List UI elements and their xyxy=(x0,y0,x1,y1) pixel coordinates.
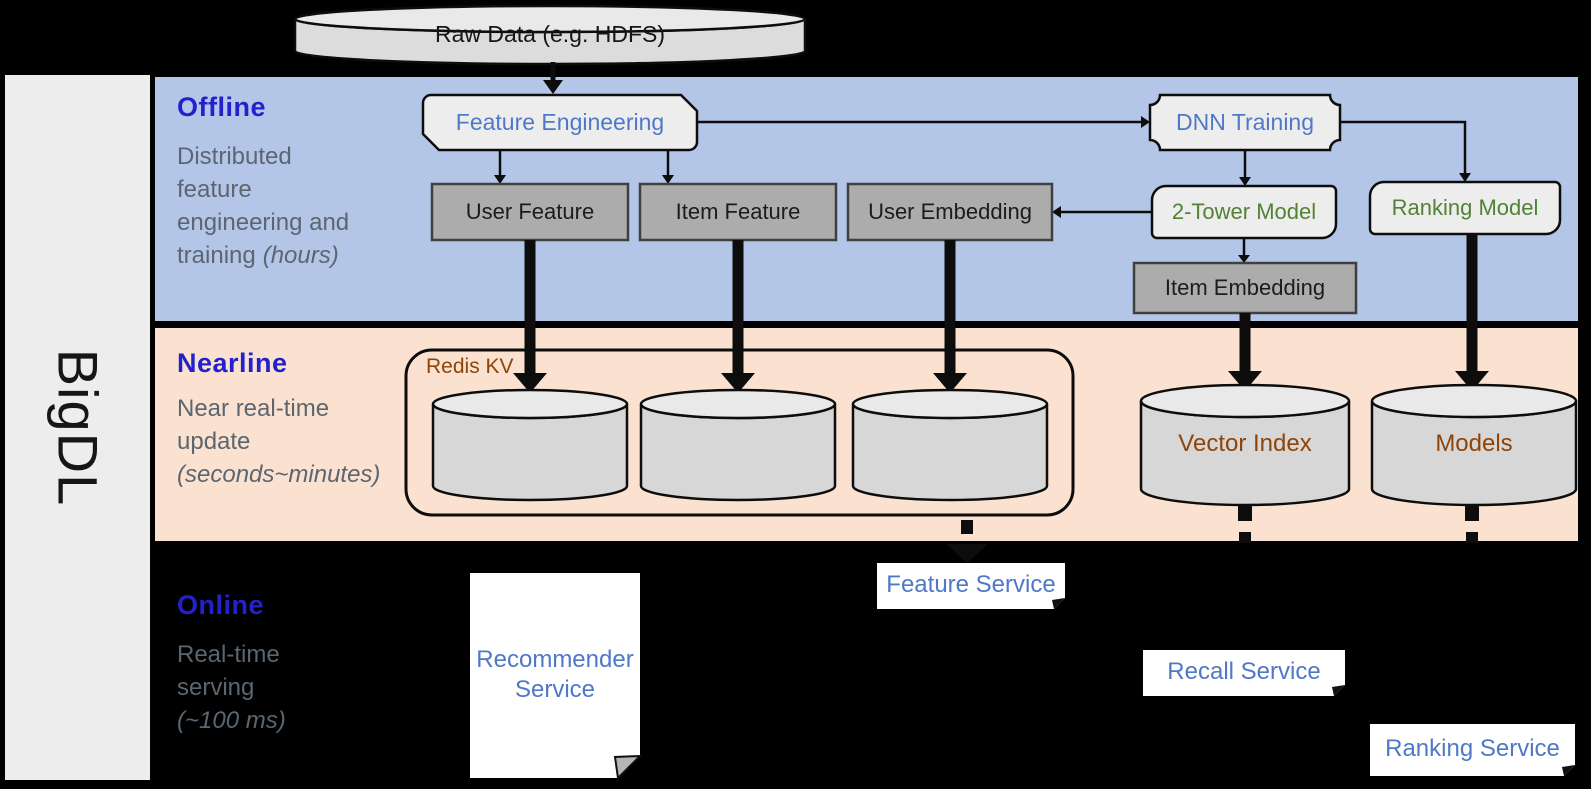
bigdl-sidebar: BigDL xyxy=(5,75,150,780)
arrow-two-tower-to-user-embedding xyxy=(1052,206,1152,218)
item-embedding-box xyxy=(1132,261,1358,315)
arrow-ranking-model-to-models xyxy=(1455,234,1489,391)
feature-engineering-box xyxy=(421,93,699,152)
ranking-model-box xyxy=(1368,180,1562,236)
redis-cylinder-2 xyxy=(639,388,837,502)
arrow-fe-to-dnn-training xyxy=(697,116,1150,128)
models-cylinder xyxy=(1370,383,1578,507)
raw-data-cylinder xyxy=(293,4,807,66)
dashed-connector-models xyxy=(1465,505,1479,543)
redis-kv-container xyxy=(404,348,1075,517)
dashed-connector-vector-index xyxy=(1238,505,1252,543)
user-feature-box xyxy=(430,182,630,242)
arrow-dnn-to-ranking-model xyxy=(1340,120,1471,182)
arrow-user-embedding-to-redis xyxy=(933,240,967,393)
arrow-fe-to-item-feature xyxy=(662,150,674,184)
arrow-two-tower-to-item-embedding xyxy=(1238,238,1250,263)
redis-cylinder-1 xyxy=(431,388,629,502)
two-tower-model-box xyxy=(1150,184,1338,240)
recall-service-box xyxy=(1143,650,1345,696)
arrow-dnn-to-two-tower xyxy=(1239,150,1251,186)
dnn-training-box xyxy=(1148,93,1342,152)
user-embedding-box xyxy=(846,182,1054,242)
arrow-rawdata-to-feature-engineering xyxy=(543,62,563,94)
dashed-arrow-redis-to-feature-service xyxy=(946,520,988,563)
arrow-user-feature-to-redis xyxy=(513,240,547,393)
recommender-service-document xyxy=(470,573,643,781)
feature-service-box xyxy=(877,563,1065,609)
ranking-service-box xyxy=(1370,724,1575,776)
item-feature-box xyxy=(638,182,838,242)
arrow-item-embedding-to-vector-index xyxy=(1228,313,1262,391)
arrow-fe-to-user-feature xyxy=(494,150,506,184)
arrow-item-feature-to-redis xyxy=(721,240,755,393)
vector-index-cylinder xyxy=(1139,383,1351,507)
redis-cylinder-3 xyxy=(851,388,1049,502)
